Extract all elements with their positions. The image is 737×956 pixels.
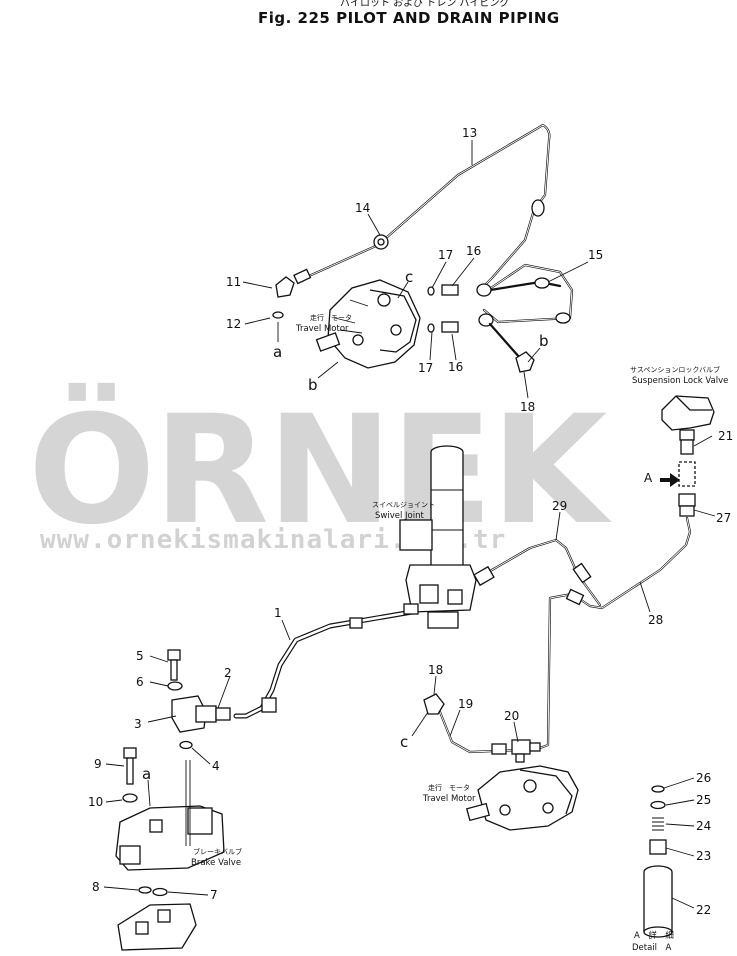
- detail-caption-jp: A 詳 細: [634, 930, 674, 941]
- letter-c-lower: c: [400, 733, 408, 751]
- washer-10: [122, 793, 138, 803]
- suspension-lock-valve: [661, 395, 715, 441]
- suspension-lock-valve-label-jp: サスペンションロックバルブ: [630, 365, 720, 374]
- fittings-16-17: [427, 284, 535, 373]
- travel-motor-lower-label: Travel Motor: [422, 794, 476, 804]
- callout-24: 24: [696, 819, 711, 833]
- travel-motor-lower: [465, 765, 579, 831]
- swivel-joint-label: Swivel Joint: [375, 511, 424, 521]
- letter-b-motor: b: [308, 376, 318, 394]
- callout-16-top: 16: [466, 244, 481, 258]
- pipe-28: [538, 516, 692, 750]
- letter-b-valve: b: [539, 332, 549, 350]
- callout-17-bottom: 17: [418, 361, 433, 375]
- callout-12: 12: [226, 317, 241, 331]
- tube-15: [476, 263, 574, 327]
- bolt-9: [123, 747, 137, 785]
- callout-7: 7: [210, 888, 218, 902]
- detail-arrow-label: A: [644, 471, 653, 485]
- callout-20: 20: [504, 709, 519, 723]
- callout-9: 9: [94, 757, 102, 771]
- detail-caption: Detail A: [632, 943, 672, 953]
- brake-valve-label-jp: ブレーキバルブ: [193, 847, 242, 856]
- letter-c-motor: c: [405, 268, 413, 286]
- callout-4: 4: [212, 759, 220, 773]
- callout-6: 6: [136, 675, 144, 689]
- detail-arrow: [660, 473, 680, 487]
- block-3: [171, 695, 231, 733]
- letter-a-top: a: [273, 343, 282, 361]
- letter-a-brake: a: [142, 765, 151, 783]
- tee-20: [511, 739, 541, 763]
- callout-8: 8: [92, 880, 100, 894]
- elbow-18-lower: [423, 693, 445, 715]
- callout-19: 19: [458, 697, 473, 711]
- pipe-29: [473, 538, 602, 607]
- detail-a-parts: [643, 785, 673, 938]
- callout-25: 25: [696, 793, 711, 807]
- elbow-11: [275, 268, 312, 298]
- callout-18-bottom: 18: [428, 663, 443, 677]
- callout-14: 14: [355, 201, 370, 215]
- washer-6: [167, 681, 183, 691]
- brake-valve: [115, 760, 225, 871]
- callout-16-bottom: 16: [448, 360, 463, 374]
- callouts: 13 14 11 12 17 16 15 17 16 18 21 27 29 2…: [88, 126, 733, 917]
- leader-lines: [103, 140, 716, 909]
- valve-base: [117, 903, 197, 951]
- fitting-21: [678, 439, 696, 507]
- travel-motor-upper: [315, 279, 421, 369]
- travel-motor-lower-label-jp: 走行 モータ: [428, 783, 470, 792]
- pipe-13: [298, 123, 551, 292]
- bolt-5: [167, 649, 181, 681]
- title-japanese: パイロット および ドレン パイピング: [340, 0, 510, 9]
- connection-letters: a c b b c a: [142, 268, 549, 783]
- callout-13: 13: [462, 126, 477, 140]
- callout-3: 3: [134, 717, 142, 731]
- callout-29: 29: [552, 499, 567, 513]
- watermark-brand: ÖRNEK: [28, 382, 612, 558]
- o-rings-7-8: [138, 886, 168, 897]
- callout-11: 11: [226, 275, 241, 289]
- callout-1: 1: [274, 606, 282, 620]
- callout-10: 10: [88, 795, 103, 809]
- travel-motor-upper-label-jp: 走行 モータ: [310, 313, 352, 322]
- callout-27: 27: [716, 511, 731, 525]
- clamp-14: [373, 234, 389, 250]
- callout-17-top: 17: [438, 248, 453, 262]
- travel-motor-upper-label: Travel Motor: [295, 324, 349, 334]
- callout-23: 23: [696, 849, 711, 863]
- hose-1: [233, 603, 419, 719]
- pipe-19: [438, 710, 522, 755]
- callout-18-top: 18: [520, 400, 535, 414]
- o-ring-12: [272, 311, 284, 319]
- swivel-joint-label-jp: スイベルジョイント: [372, 501, 435, 509]
- callout-15: 15: [588, 248, 603, 262]
- figure-title: Fig. 225 PILOT AND DRAIN PIPING: [258, 9, 560, 27]
- fitting-27: [679, 505, 695, 517]
- callout-22: 22: [696, 903, 711, 917]
- brake-valve-label: Brake Valve: [191, 858, 241, 868]
- suspension-lock-valve-label: Suspension Lock Valve: [632, 376, 728, 386]
- callout-26: 26: [696, 771, 711, 785]
- swivel-joint: [399, 445, 477, 629]
- callout-5: 5: [136, 649, 144, 663]
- callout-28: 28: [648, 613, 663, 627]
- callout-21: 21: [718, 429, 733, 443]
- callout-2: 2: [224, 666, 232, 680]
- o-ring-4: [179, 740, 193, 750]
